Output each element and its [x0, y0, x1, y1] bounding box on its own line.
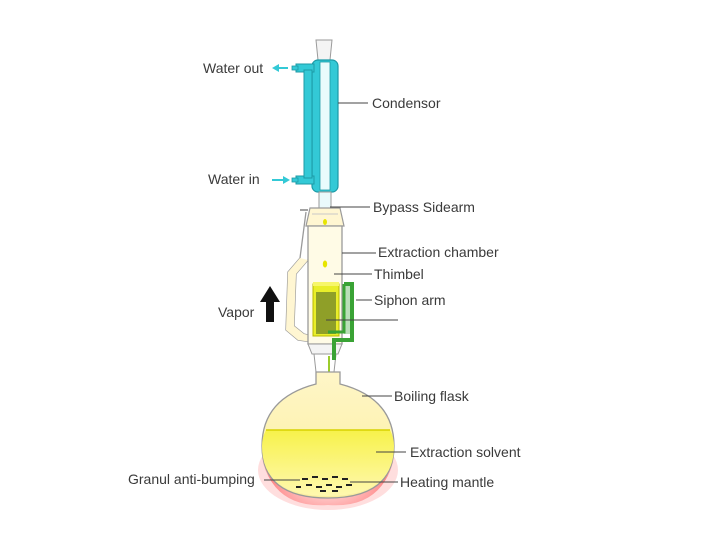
label-condensor: Condensor — [372, 95, 441, 111]
label-thimbel: Thimbel — [374, 266, 424, 282]
water-out-arrow-icon — [272, 64, 288, 72]
label-extraction-chamber: Extraction chamber — [378, 244, 499, 260]
label-extraction-solvent: Extraction solvent — [410, 444, 521, 460]
label-vapor: Vapor — [218, 304, 255, 320]
thimble — [312, 282, 340, 337]
leader-lines — [264, 102, 406, 483]
condensate-drop-top — [323, 219, 327, 225]
label-water-out: Water out — [203, 60, 263, 76]
siphon-arm — [328, 282, 354, 360]
label-bypass-sidearm: Bypass Sidearm — [373, 199, 475, 215]
label-granul-anti-bumping: Granul anti-bumping — [128, 471, 255, 487]
boiling-flask — [258, 371, 398, 510]
condenser — [291, 39, 339, 209]
up-arrow-icon — [260, 286, 280, 322]
label-boiling-flask: Boiling flask — [394, 388, 470, 404]
label-siphon-arm: Siphon arm — [374, 292, 446, 308]
label-water-in: Water in — [208, 171, 260, 187]
label-heating-mantle: Heating mantle — [400, 474, 494, 490]
condensate-drop — [322, 260, 328, 268]
water-in-arrow-icon — [272, 176, 290, 184]
anti-bumping-granules — [296, 476, 352, 492]
